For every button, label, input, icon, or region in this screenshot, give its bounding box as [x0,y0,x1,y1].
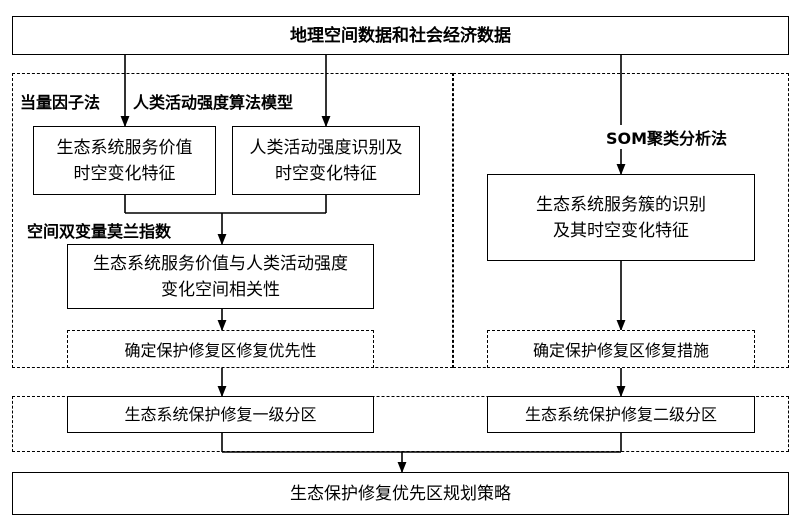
priority-label: 确定保护修复区修复优先性 [124,341,317,360]
eco-value-label: 生态系统服务价值 时空变化特征 [56,137,193,184]
method-moran: 空间双变量莫兰指数 [25,218,174,242]
cluster-label: 生态系统服务簇的识别 及其时空变化特征 [536,194,706,241]
measures-box: 确定保护修复区修复措施 [487,330,755,368]
correlation-box: 生态系统服务价值与人类活动强度 变化空间相关性 [67,244,374,309]
zone2-box: 生态系统保护修复二级分区 [487,396,755,433]
bottom-strategy-label: 生态保护修复优先区规划策略 [290,483,511,504]
method-human-activity-model: 人类活动强度算法模型 [131,89,296,113]
bottom-strategy-box: 生态保护修复优先区规划策略 [12,472,789,515]
eco-value-box: 生态系统服务价值 时空变化特征 [33,126,216,195]
human-activity-box: 人类活动强度识别及 时空变化特征 [232,126,420,195]
zone1-label: 生态系统保护修复一级分区 [124,404,317,424]
zone2-label: 生态系统保护修复二级分区 [524,404,717,424]
human-activity-label: 人类活动强度识别及 时空变化特征 [249,137,403,184]
priority-box: 确定保护修复区修复优先性 [67,330,374,368]
correlation-label: 生态系统服务价值与人类活动强度 变化空间相关性 [93,253,348,300]
top-data-label: 地理空间数据和社会经济数据 [290,25,511,46]
zone1-box: 生态系统保护修复一级分区 [67,396,374,433]
method-equivalent-factor: 当量因子法 [18,89,103,113]
method-som: SOM聚类分析法 [604,125,730,149]
measures-label: 确定保护修复区修复措施 [532,341,709,360]
cluster-box: 生态系统服务簇的识别 及其时空变化特征 [487,174,755,261]
top-data-box: 地理空间数据和社会经济数据 [12,16,789,55]
zoning-region [12,396,789,452]
